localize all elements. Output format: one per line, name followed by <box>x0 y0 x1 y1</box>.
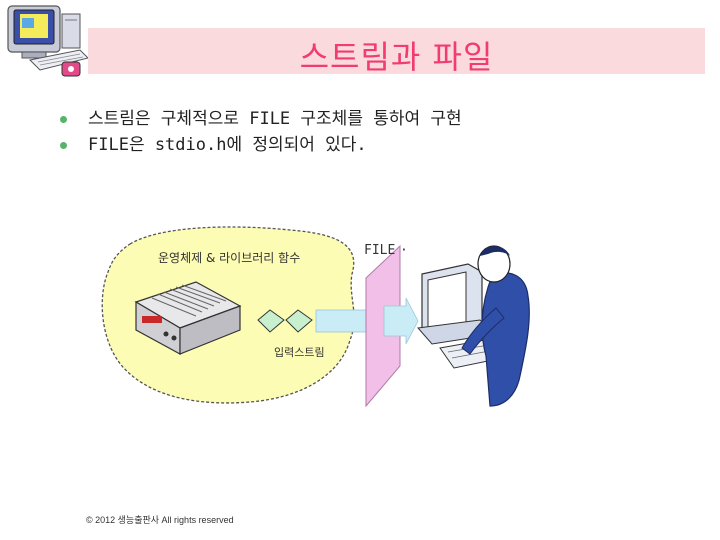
stream-label: 입력스트림 <box>274 346 325 359</box>
file-label: FILE <box>364 243 395 258</box>
data-packet-icon <box>285 309 313 333</box>
storage-device-icon <box>134 281 242 356</box>
copyright-footer: © 2012 생능출판사 All rights reserved <box>86 515 234 525</box>
file-panel <box>365 244 401 408</box>
bullet-text: 스트림은 구체적으로 FILE 구조체를 통하여 구현 <box>88 109 462 129</box>
data-packet-icon <box>257 309 285 333</box>
bullet-dot-icon <box>60 142 67 149</box>
bullet-item: FILE은 stdio.h에 정의되어 있다. <box>58 132 462 158</box>
file-label-dot: · <box>400 243 408 258</box>
bullet-list: 스트림은 구체적으로 FILE 구조체를 통하여 구현 FILE은 stdio.… <box>58 106 462 158</box>
stream-diagram: 운영체제 & 라이브러리 함수 입력스트림 FILE · <box>101 226 530 408</box>
bullet-text: FILE은 stdio.h에 정의되어 있다. <box>88 135 367 155</box>
user-at-computer-icon <box>417 245 530 407</box>
stream-arrow-head <box>383 297 419 345</box>
title-band: 스트림과 파일 <box>88 28 705 76</box>
computer-logo-icon <box>7 5 89 77</box>
slide-title: 스트림과 파일 <box>299 38 494 76</box>
os-label: 운영체제 & 라이브러리 함수 <box>158 251 300 265</box>
bullet-dot-icon <box>60 116 67 123</box>
bullet-item: 스트림은 구체적으로 FILE 구조체를 통하여 구현 <box>58 106 462 132</box>
